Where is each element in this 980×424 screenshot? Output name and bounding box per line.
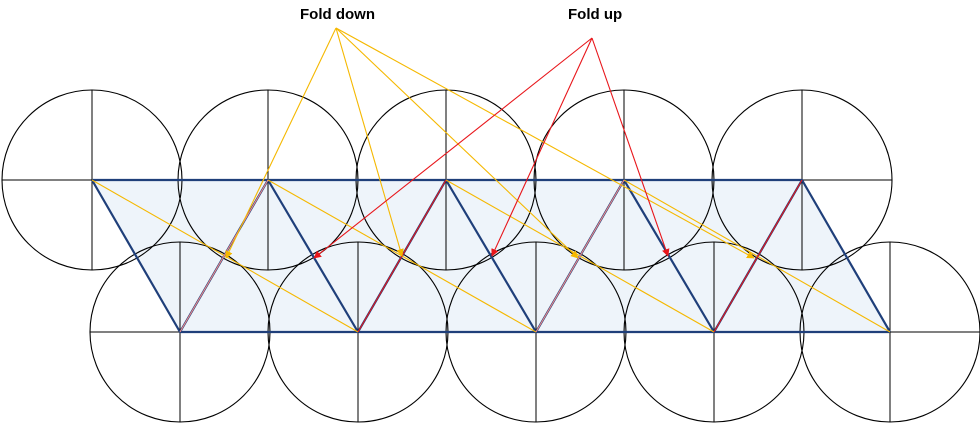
fold-up-label: Fold up [568,6,623,23]
fold-up-line [535,179,625,333]
fold-up-callout-3 [591,37,670,257]
fold-down-callout-4 [335,27,755,259]
fold-down-callout-3 [335,27,579,259]
fold-down-line [623,179,891,333]
fold-down-line [91,179,359,333]
fold-up-callout-2 [491,37,593,257]
fold-up-callout-1 [313,37,593,259]
fold-down-label: Fold down [300,6,375,23]
fold-down-callout-2 [335,27,404,257]
fold-callouts [225,27,755,259]
fold-up-line [713,179,803,333]
fold-down-callout-1 [225,27,337,259]
fold-up-line [179,179,269,333]
